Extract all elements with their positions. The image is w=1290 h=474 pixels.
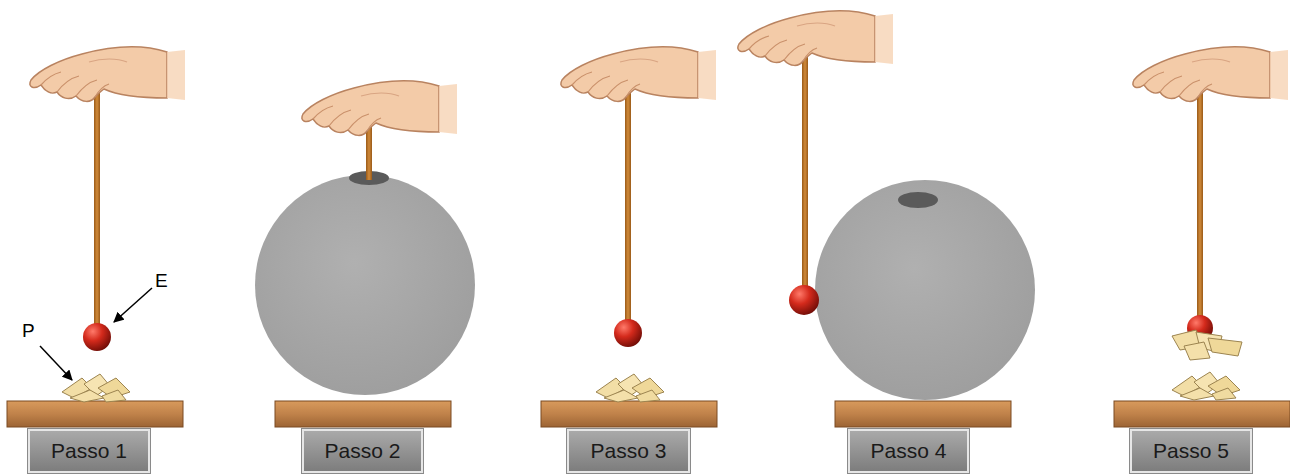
- step-label: Passo 3: [591, 439, 667, 463]
- step-2-scene: [255, 81, 475, 395]
- step-label: Passo 4: [871, 439, 947, 463]
- step-4-scene: [738, 11, 1035, 400]
- step-label-box: Passo 3: [567, 429, 690, 473]
- part-label: E: [155, 270, 168, 292]
- step-1-scene: [30, 47, 185, 402]
- part-label: P: [22, 320, 35, 342]
- step-label-box: Passo 2: [302, 429, 423, 473]
- step-label-box: Passo 4: [848, 429, 969, 473]
- step-3-scene: [561, 47, 716, 402]
- step-label: Passo 1: [51, 439, 127, 463]
- step-label-box: Passo 1: [28, 429, 150, 473]
- step-5-scene: [1133, 47, 1288, 400]
- step-label: Passo 2: [325, 439, 401, 463]
- step-label-box: Passo 5: [1130, 429, 1252, 473]
- step-label: Passo 5: [1153, 439, 1229, 463]
- table: [7, 401, 1290, 427]
